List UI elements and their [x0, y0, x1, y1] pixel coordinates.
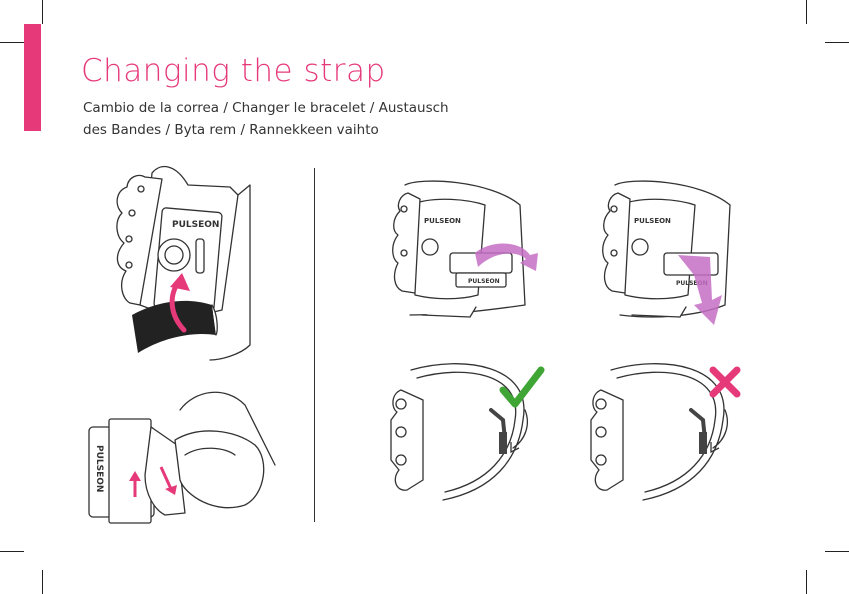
- illustration-wrong-attachment: [583, 360, 773, 510]
- cross-icon: [713, 370, 737, 394]
- illustration-lift-strap: PULSEON: [100, 155, 300, 375]
- brand-label: PULSEON: [172, 220, 219, 230]
- illustration-buckle-thumb: PULSEON: [85, 385, 285, 525]
- page-subtitle: Cambio de la correa / Changer le bracele…: [83, 97, 513, 141]
- crop-mark: [825, 551, 849, 552]
- check-icon: [503, 370, 541, 404]
- column-divider: [314, 168, 315, 522]
- page-title: Changing the strap: [81, 53, 386, 89]
- crop-mark: [806, 0, 807, 24]
- illustration-slide-strap-1: PULSEON PULSEON: [380, 175, 570, 335]
- illustration-correct-attachment: [383, 360, 573, 510]
- brand-label-small: PULSEON: [468, 278, 500, 285]
- illustration-slide-strap-2: PULSEON PULSEON: [590, 175, 780, 335]
- crop-mark: [806, 570, 807, 594]
- brand-label-vertical: PULSEON: [94, 445, 104, 492]
- crop-mark: [42, 0, 43, 24]
- subtitle-line-1: Cambio de la correa / Changer le bracele…: [83, 97, 513, 119]
- brand-label: PULSEON: [424, 217, 461, 225]
- brand-label: PULSEON: [634, 217, 671, 225]
- crop-mark: [0, 551, 24, 552]
- subtitle-line-2: des Bandes / Byta rem / Rannekkeen vaiht…: [83, 119, 513, 141]
- crop-mark: [825, 42, 849, 43]
- accent-bar: [24, 24, 41, 131]
- crop-mark: [42, 570, 43, 594]
- crop-mark: [0, 42, 24, 43]
